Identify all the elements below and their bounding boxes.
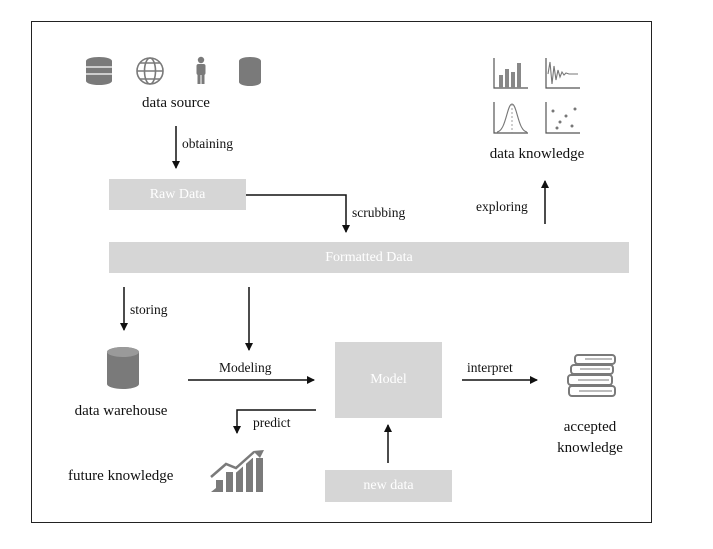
future-knowledge-label: future knowledge [68, 468, 174, 484]
new-data-box: new data [325, 470, 452, 502]
data-warehouse-label: data warehouse [74, 403, 168, 419]
arrow-scrubbing [246, 194, 350, 233]
scatter-plot-icon [545, 102, 580, 134]
edge-label-scrubbing: scrubbing [352, 205, 406, 220]
formatted-data-box: Formatted Data [109, 242, 629, 273]
edge-label-storing: storing [130, 302, 168, 317]
data-source-label: data source [142, 95, 210, 111]
model-label: Model [370, 372, 407, 387]
person-icon [196, 56, 206, 84]
edge-label-modeling: Modeling [219, 360, 272, 375]
bell-curve-icon [493, 102, 528, 134]
database-stack-icon [86, 57, 112, 85]
damped-wave-icon [545, 58, 580, 89]
edge-label-interpret: interpret [467, 360, 513, 375]
database-cylinder-icon [107, 347, 139, 389]
books-icon [567, 354, 616, 397]
cylinder-icon [239, 57, 261, 86]
arrow-predict [233, 409, 316, 434]
bar-chart-icon [493, 58, 528, 89]
edge-label-exploring: exploring [476, 199, 528, 214]
accepted-knowledge-label-line1: accepted [563, 419, 617, 435]
data-knowledge-label: data knowledge [489, 146, 585, 162]
edge-label-predict: predict [253, 415, 291, 430]
raw-data-box: Raw Data [109, 179, 246, 210]
diagram-frame [31, 21, 652, 523]
formatted-data-label: Formatted Data [325, 249, 413, 265]
new-data-label: new data [363, 478, 414, 493]
growth-chart-icon [209, 450, 264, 492]
model-box: Model [335, 342, 442, 418]
accepted-knowledge-label-line2: knowledge [557, 440, 623, 456]
raw-data-label: Raw Data [149, 186, 206, 202]
edge-label-obtaining: obtaining [182, 136, 233, 151]
globe-icon [136, 57, 164, 85]
